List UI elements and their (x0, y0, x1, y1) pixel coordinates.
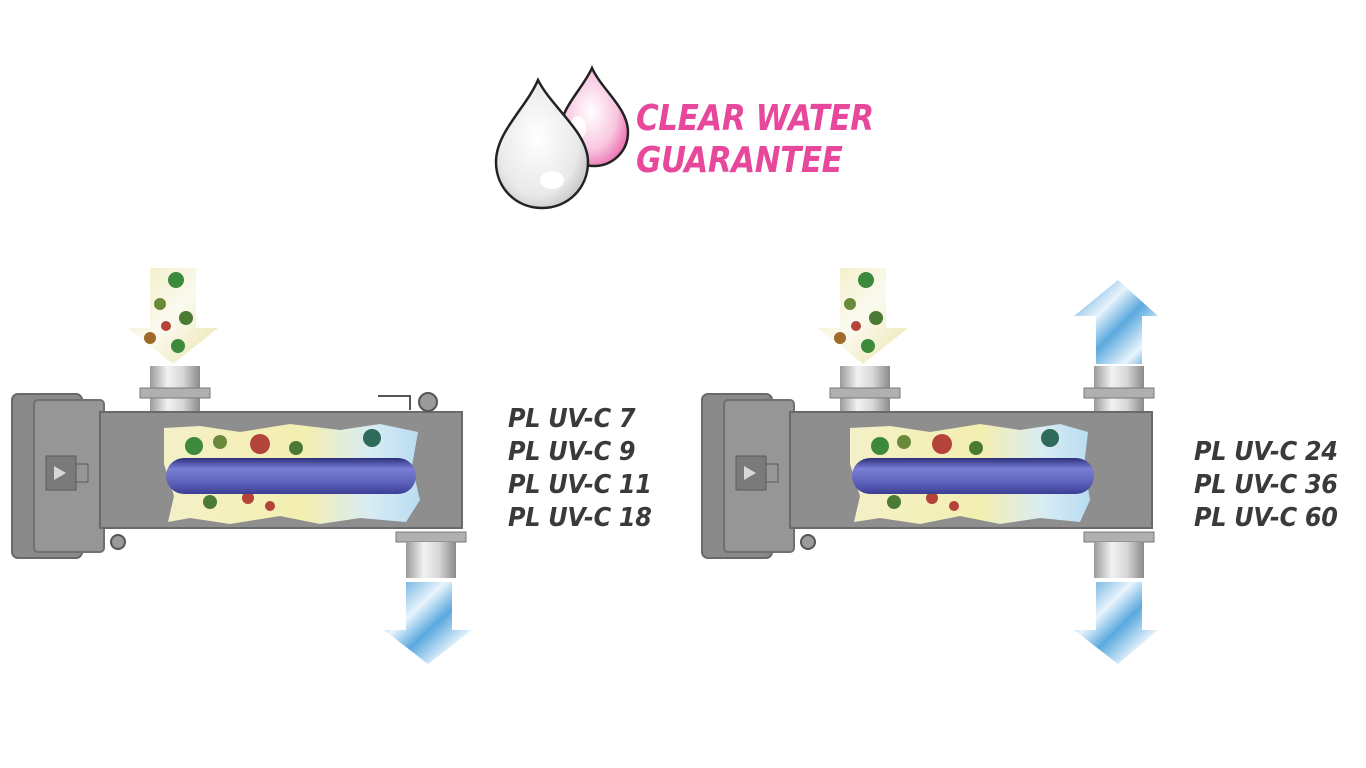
end-cap (701, 393, 795, 559)
outlet-pipe (406, 542, 456, 578)
uv-c-unit-small (11, 268, 472, 664)
bottom-outlet-pipe (1094, 542, 1144, 578)
model-label: PL UV-C 7 (508, 404, 636, 434)
model-label: PL UV-C 36 (1194, 470, 1338, 500)
uv-c-unit-large (701, 268, 1158, 664)
model-list-small: PL UV-C 7 PL UV-C 9 PL UV-C 11 PL UV-C 1… (508, 403, 652, 535)
clear-water-guarantee-title: CLEAR WATER GUARANTEE (636, 98, 874, 182)
clean-water-bottom-arrow (1074, 582, 1158, 664)
model-label: PL UV-C 9 (508, 437, 636, 467)
tagline-line-1: CLEAR WATER (636, 98, 874, 139)
model-label: PL UV-C 24 (1194, 437, 1338, 467)
model-list-large: PL UV-C 24 PL UV-C 36 PL UV-C 60 (1194, 436, 1338, 535)
water-drops-icon (494, 64, 630, 210)
model-label: PL UV-C 11 (508, 470, 652, 500)
uv-lamp (852, 458, 1094, 494)
model-label: PL UV-C 60 (1194, 503, 1338, 533)
clean-water-top-arrow (1074, 280, 1158, 364)
dirty-water-inlet-arrow (128, 268, 218, 364)
dirty-water-inlet-arrow (818, 268, 908, 364)
clean-water-outlet-arrow (384, 582, 472, 664)
uv-lamp (166, 458, 416, 494)
end-cap (11, 393, 105, 559)
model-label: PL UV-C 18 (508, 503, 652, 533)
tagline-line-2: GUARANTEE (636, 140, 843, 181)
